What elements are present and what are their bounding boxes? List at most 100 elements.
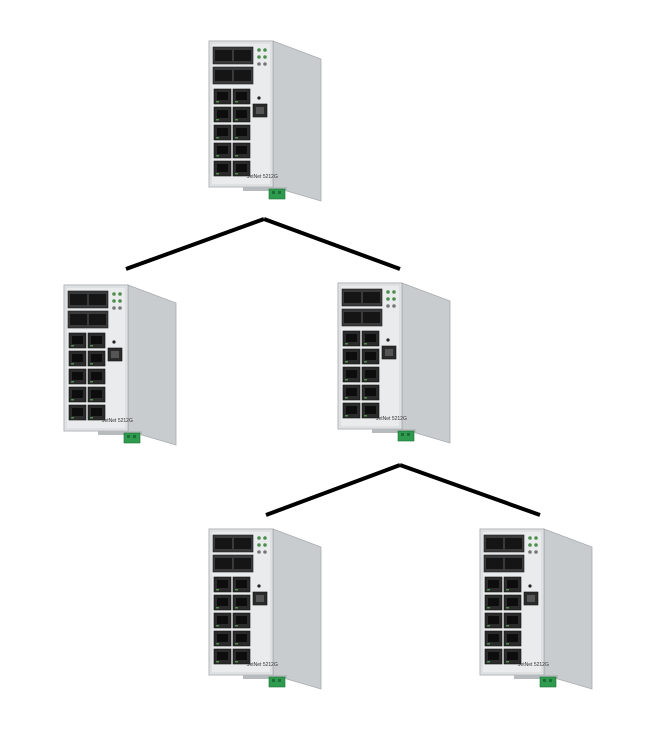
ethernet-port-socket <box>346 352 357 360</box>
ethernet-port-led <box>71 345 74 347</box>
status-led <box>263 550 267 554</box>
reset-button <box>528 584 532 588</box>
ethernet-port-socket <box>488 580 499 588</box>
switch-level2-left: JetNet 5212G <box>208 528 322 690</box>
ethernet-port-led <box>235 173 238 175</box>
switch-side-panel <box>543 528 593 690</box>
status-led <box>118 306 122 310</box>
ethernet-port-socket <box>91 354 102 362</box>
power-terminal-block <box>268 188 286 200</box>
ethernet-port-socket <box>236 580 247 588</box>
sfp-port <box>215 538 232 549</box>
ethernet-port-led <box>345 343 348 345</box>
status-led <box>257 550 261 554</box>
ethernet-port-socket <box>365 388 376 396</box>
ethernet-port-led <box>216 643 219 645</box>
ethernet-port-socket <box>236 110 247 118</box>
power-terminal-block <box>397 430 415 442</box>
ethernet-port-socket <box>91 372 102 380</box>
ethernet-port-led <box>216 137 219 139</box>
status-led <box>386 297 390 301</box>
ethernet-port-led <box>345 361 348 363</box>
switch-root: JetNet 5212G <box>208 40 322 202</box>
power-terminal-screw <box>549 679 552 682</box>
switch-level1-right: JetNet 5212G <box>337 282 451 444</box>
ethernet-port-socket <box>365 352 376 360</box>
power-terminal-screw <box>278 679 281 682</box>
ethernet-port-socket <box>236 164 247 172</box>
ethernet-port-led <box>487 607 490 609</box>
switch-front-bezel <box>481 530 543 674</box>
ethernet-port-led <box>235 101 238 103</box>
reset-button <box>257 584 261 588</box>
console-port-socket <box>527 595 535 602</box>
ethernet-port-led <box>216 155 219 157</box>
ethernet-port-socket <box>236 128 247 136</box>
power-terminal-screw <box>272 191 275 194</box>
ethernet-port-led <box>90 363 93 365</box>
switch-bottom-bracket <box>514 675 558 679</box>
ethernet-port-socket <box>236 634 247 642</box>
link-level1-right-to-level2-left <box>265 463 401 517</box>
sfp-port <box>215 50 232 61</box>
switch-side-panel <box>272 528 322 690</box>
switch-bottom-bracket <box>98 431 142 435</box>
ethernet-port-socket <box>72 390 83 398</box>
ethernet-port-led <box>487 643 490 645</box>
switch-level2-right: JetNet 5212G <box>479 528 593 690</box>
ethernet-port-led <box>235 589 238 591</box>
ethernet-port-socket <box>91 408 102 416</box>
switch-front-bezel <box>65 286 127 430</box>
ethernet-port-socket <box>507 634 518 642</box>
console-port-socket <box>385 349 393 356</box>
ethernet-port-socket <box>346 406 357 414</box>
ethernet-port-socket <box>236 92 247 100</box>
ethernet-port-led <box>235 625 238 627</box>
status-led <box>528 536 532 540</box>
ethernet-port-led <box>71 399 74 401</box>
ethernet-port-led <box>71 417 74 419</box>
ethernet-port-socket <box>346 370 357 378</box>
ethernet-port-led <box>90 399 93 401</box>
ethernet-port-socket <box>217 92 228 100</box>
sfp-port <box>234 70 251 81</box>
ethernet-port-led <box>235 607 238 609</box>
power-terminal-block <box>268 676 286 688</box>
ethernet-port-led <box>71 363 74 365</box>
reset-button <box>257 96 261 100</box>
ethernet-port-led <box>506 589 509 591</box>
link-root-to-level1-left <box>125 217 265 271</box>
ethernet-port-led <box>364 361 367 363</box>
status-led <box>263 543 267 547</box>
ethernet-port-led <box>216 625 219 627</box>
status-led <box>257 62 261 66</box>
power-terminal-screw <box>272 679 275 682</box>
status-led <box>257 543 261 547</box>
ethernet-port-led <box>90 417 93 419</box>
ethernet-port-socket <box>488 652 499 660</box>
ethernet-port-socket <box>236 598 247 606</box>
ethernet-port-socket <box>488 598 499 606</box>
status-led <box>118 292 122 296</box>
ethernet-port-led <box>216 607 219 609</box>
status-led <box>392 304 396 308</box>
status-led <box>257 536 261 540</box>
ethernet-port-led <box>90 381 93 383</box>
ethernet-port-led <box>71 381 74 383</box>
sfp-port <box>234 538 251 549</box>
sfp-port <box>89 314 106 325</box>
status-led <box>386 290 390 294</box>
power-terminal-block <box>539 676 557 688</box>
status-led <box>118 299 122 303</box>
ethernet-port-led <box>506 661 509 663</box>
ethernet-port-socket <box>507 580 518 588</box>
ethernet-port-socket <box>236 652 247 660</box>
status-led <box>263 62 267 66</box>
ethernet-port-led <box>364 343 367 345</box>
ethernet-port-socket <box>72 408 83 416</box>
status-led <box>386 304 390 308</box>
ethernet-port-led <box>364 415 367 417</box>
ethernet-port-socket <box>217 580 228 588</box>
status-led <box>112 306 116 310</box>
